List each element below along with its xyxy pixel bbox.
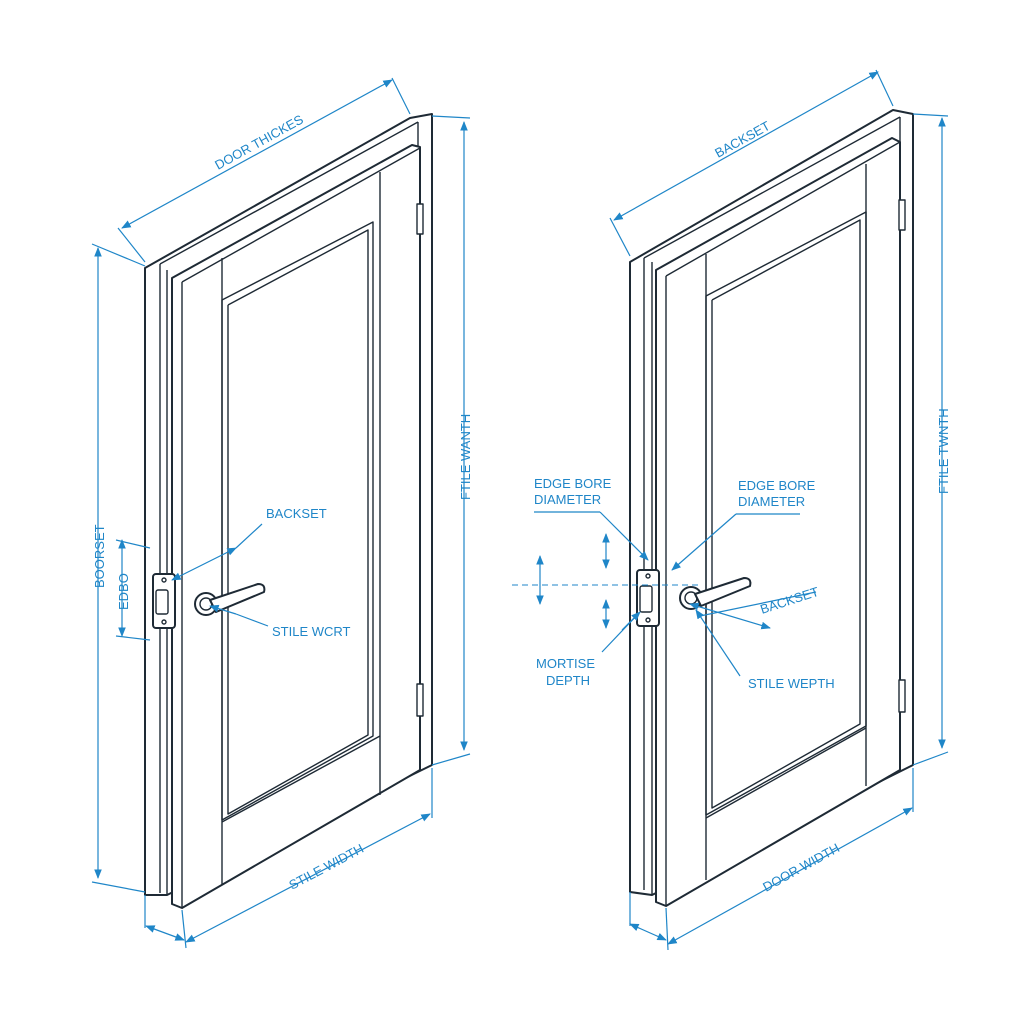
left-stile-leader-2: [235, 613, 269, 627]
left-stile-leader: [209, 604, 237, 615]
right-frame-height-label: FTILE TWNTH: [936, 408, 951, 494]
left-edge-ext-top: [115, 539, 151, 549]
right-lever: [694, 577, 752, 607]
left-door: [144, 113, 433, 909]
left-width-ext-1: [181, 909, 187, 949]
left-height-ext-top: [91, 243, 146, 267]
left-width-dim-line: [185, 813, 431, 943]
right-backset-top-dim-line: [613, 71, 879, 221]
left-frame-height-ext-bottom: [431, 753, 471, 766]
right-width-dim-line: [667, 807, 913, 945]
left-plate-screw-top: [161, 577, 167, 583]
right-edge-bore-left-leader: [599, 511, 649, 561]
right-latch-bolt: [639, 585, 653, 613]
right-hinge-top: [898, 199, 906, 231]
left-backset-label: BACKSET: [266, 506, 327, 521]
right-edge-bore-right-line1: EDGE BORE: [738, 478, 816, 493]
right-mortise-line1: MORTISE: [536, 656, 595, 671]
left-thickness-dim-line: [121, 79, 393, 229]
right-backset-dim-line: [689, 602, 771, 630]
left-thickness-label: DOOR THICKES: [212, 111, 306, 172]
left-lever: [209, 583, 266, 613]
right-mortise-arrow: [621, 611, 641, 631]
right-bottom-rail: [705, 727, 867, 819]
left-height-ext-bottom: [91, 881, 146, 893]
left-door-leaf: [171, 144, 421, 909]
left-height-label: BOORSET: [92, 524, 107, 588]
left-hinge-bottom: [416, 683, 424, 717]
right-plate-screw-bottom: [645, 617, 651, 623]
right-frame-height-ext-top: [912, 113, 949, 117]
right-edge-bore-right-line2: DIAMETER: [738, 494, 805, 509]
left-door-panel: [221, 221, 374, 821]
right-panel-inner: [711, 219, 861, 809]
right-door-panel: [705, 211, 867, 816]
right-edge-bore-left-line1: EDGE BORE: [534, 476, 612, 491]
right-width-ext-1: [665, 907, 669, 951]
left-frame-height-label: FTILE WANTH: [458, 414, 473, 500]
left-edge-ext-bottom: [115, 635, 151, 641]
right-door-leaf: [655, 137, 901, 907]
left-backset-leader: [235, 523, 263, 549]
left-latch-bolt: [155, 589, 169, 615]
right-width-label: DOOR WIDTH: [760, 840, 842, 894]
left-thickness-ext-2: [391, 77, 411, 115]
left-small-dim-line: [145, 925, 185, 941]
right-backset-top-label: BACKSET: [712, 118, 772, 161]
right-backset-leader: [699, 591, 817, 617]
left-panel-inner: [227, 229, 369, 815]
left-width-label: STILE WIDTH: [286, 841, 366, 893]
right-hinge-bottom: [898, 679, 906, 713]
left-edge-label: EDBO: [116, 573, 131, 610]
left-thickness-ext-1: [117, 227, 146, 263]
right-backset-top-ext-1: [609, 217, 631, 257]
right-door: [629, 109, 914, 907]
right-stile-label: STILE WEPTH: [748, 676, 835, 691]
left-plate-screw-bottom: [161, 619, 167, 625]
left-backset-dim-line: [171, 547, 237, 581]
right-edge-bore-right-leader: [671, 513, 737, 571]
right-small-dim-line: [629, 923, 667, 941]
right-backset-top-ext-2: [875, 69, 894, 107]
left-hinge-top: [416, 203, 424, 235]
left-frame-height-ext-top: [431, 115, 471, 119]
right-edge-bore-left-line2: DIAMETER: [534, 492, 601, 507]
right-frame-height-ext-bottom: [912, 751, 949, 766]
right-mortise-line2: DEPTH: [546, 673, 590, 688]
right-plate-screw-top: [645, 573, 651, 579]
right-stile-leader: [695, 609, 741, 677]
left-stile-label: STILE WCRT: [272, 624, 351, 639]
left-bottom-rail: [221, 735, 381, 823]
